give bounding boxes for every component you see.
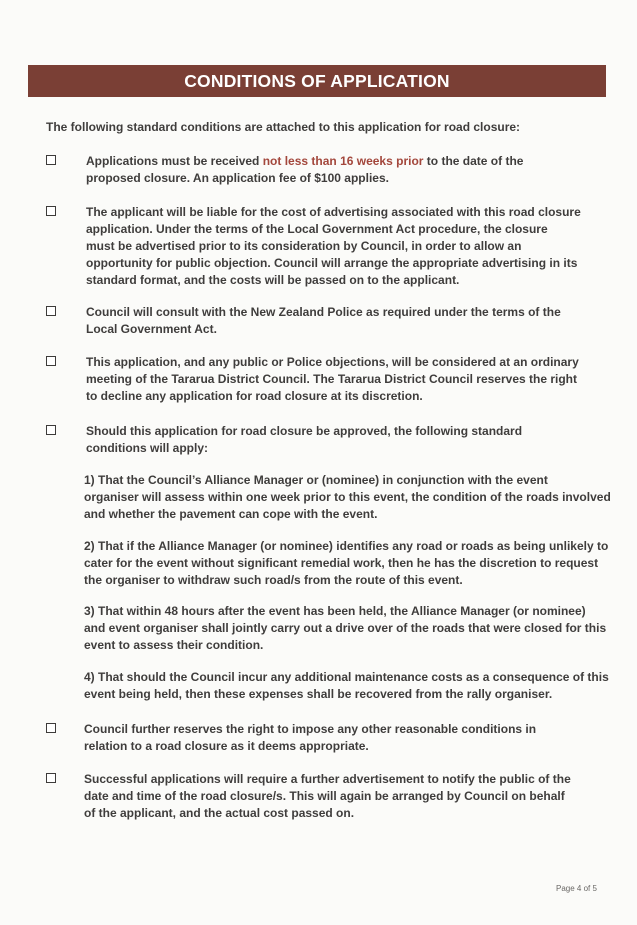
- condition-text: This application, and any public or Poli…: [86, 354, 586, 405]
- condition-line: Council further reserves the right to im…: [84, 722, 537, 736]
- page-number: Page 4 of 5: [556, 884, 597, 893]
- condition-line: relation to a road closure as it deems a…: [84, 739, 369, 753]
- condition-line: must be advertised prior to its consider…: [86, 239, 522, 253]
- condition-line: meeting of the Tararua District Council.…: [86, 372, 577, 386]
- condition-line: conditions will apply:: [86, 441, 209, 455]
- condition-line: date and time of the road closure/s. Thi…: [84, 789, 565, 803]
- condition-checkbox[interactable]: [46, 356, 56, 366]
- condition-text: Should this application for road closure…: [86, 423, 586, 457]
- condition-line: opportunity for public objection. Counci…: [86, 256, 578, 270]
- condition-line: Should this application for road closure…: [86, 424, 523, 438]
- condition-line: to decline any application for road clos…: [86, 389, 423, 403]
- condition-line: proposed closure. An application fee of …: [86, 171, 389, 185]
- condition-text: Successful applications will require a f…: [84, 771, 584, 822]
- condition-text: The applicant will be liable for the cos…: [86, 204, 586, 289]
- sub-condition-line: and event organiser shall jointly carry …: [84, 621, 607, 635]
- condition-checkbox[interactable]: [46, 425, 56, 435]
- condition-checkbox[interactable]: [46, 155, 56, 165]
- sub-condition-line: and whether the pavement can cope with t…: [84, 507, 378, 521]
- condition-line: Successful applications will require a f…: [84, 772, 571, 786]
- condition-checkbox[interactable]: [46, 773, 56, 783]
- condition-line: This application, and any public or Poli…: [86, 355, 579, 369]
- condition-checkbox[interactable]: [46, 206, 56, 216]
- condition-line: Applications must be received not less t…: [86, 154, 524, 168]
- sub-condition-1: 1) That the Council’s Alliance Manager o…: [84, 472, 611, 523]
- condition-line: The applicant will be liable for the cos…: [86, 205, 581, 219]
- intro-text: The following standard conditions are at…: [46, 120, 521, 134]
- sub-condition-3: 3) That within 48 hours after the event …: [84, 603, 607, 654]
- section-header: CONDITIONS OF APPLICATION: [28, 65, 606, 97]
- condition-text: Council further reserves the right to im…: [84, 721, 584, 755]
- section-title: CONDITIONS OF APPLICATION: [184, 71, 450, 91]
- condition-line: of the applicant, and the actual cost pa…: [84, 806, 355, 820]
- sub-condition-line: 3) That within 48 hours after the event …: [84, 604, 586, 618]
- condition-line: standard format, and the costs will be p…: [86, 273, 460, 287]
- condition-checkbox[interactable]: [46, 723, 56, 733]
- sub-condition-line: organiser will assess within one week pr…: [84, 490, 611, 504]
- sub-condition-line: cater for the event without significant …: [84, 556, 599, 570]
- sub-condition-line: the organiser to withdraw such road/s fr…: [84, 573, 463, 587]
- condition-checkbox[interactable]: [46, 306, 56, 316]
- condition-text: Council will consult with the New Zealan…: [86, 304, 586, 338]
- condition-text: Applications must be received not less t…: [86, 153, 586, 187]
- sub-condition-line: 1) That the Council’s Alliance Manager o…: [84, 473, 548, 487]
- highlighted-deadline: not less than 16 weeks prior: [262, 154, 424, 168]
- sub-condition-line: 2) That if the Alliance Manager (or nomi…: [84, 539, 609, 553]
- condition-line: Council will consult with the New Zealan…: [86, 305, 561, 319]
- sub-condition-line: 4) That should the Council incur any add…: [84, 670, 609, 684]
- condition-line: Local Government Act.: [86, 322, 217, 336]
- condition-line: application. Under the terms of the Loca…: [86, 222, 548, 236]
- sub-condition-line: event to assess their condition.: [84, 638, 264, 652]
- sub-condition-4: 4) That should the Council incur any add…: [84, 669, 609, 703]
- sub-condition-2: 2) That if the Alliance Manager (or nomi…: [84, 538, 609, 589]
- sub-condition-line: event being held, then these expenses sh…: [84, 687, 553, 701]
